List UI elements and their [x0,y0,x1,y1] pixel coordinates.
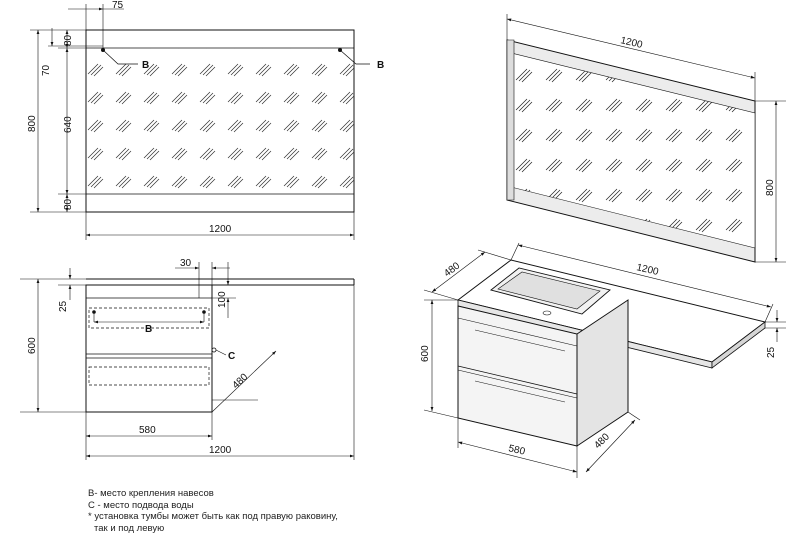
iso-mirror-dim-800: 800 [765,179,776,196]
front-cabinet-c-mark: C [228,351,235,362]
front-mirror-dim-640: 640 [63,116,74,133]
front-mirror-dim-80-top: 80 [63,34,74,46]
iso-mirror-view: 1200 800 [506,14,786,263]
legend: В- место крепления навесов С - место под… [88,488,408,534]
legend-line-3: * установка тумбы может быть как под пра… [88,511,338,522]
front-mirror-dim-75: 75 [112,0,124,11]
legend-line-4: так и под левую [94,522,165,534]
iso-mirror-dim-1200: 1200 [619,35,644,51]
iso-cabinet-dim-25: 25 [766,346,777,358]
front-cabinet-dim-580: 580 [139,425,156,436]
front-cabinet-dim-25: 25 [58,300,69,312]
iso-cabinet-dim-580: 580 [507,443,526,458]
iso-cabinet-view: 480 1200 25 600 580 480 [420,242,786,478]
front-cabinet-dim-100: 100 [217,291,228,308]
front-mirror-dim-70: 70 [41,64,52,76]
iso-cabinet-dim-480-top: 480 [442,260,462,279]
front-cabinet-b-mark: B [145,324,152,335]
front-mirror-dim-800: 800 [27,115,38,132]
front-mirror-view: B B 75 800 70 80 640 80 1200 [27,0,384,240]
front-mirror-b-left-mark: B [142,60,149,71]
front-mirror-dim-1200: 1200 [209,224,232,235]
iso-cabinet-dim-600: 600 [420,345,431,362]
front-cabinet-dim-480: 480 [231,371,251,391]
front-mirror-b-right-mark: B [377,60,384,71]
front-cabinet-view: B C 30 100 25 600 480 580 [20,258,355,460]
front-cabinet-dim-30: 30 [180,258,192,269]
front-cabinet-dim-1200: 1200 [209,445,232,456]
front-mirror-dim-80-bottom: 80 [63,198,74,210]
legend-line-1: В- место крепления навесов [88,488,214,499]
iso-cabinet-dim-1200: 1200 [635,262,660,278]
front-cabinet-dim-600: 600 [27,337,38,354]
legend-line-2: С - место подвода воды [88,499,194,511]
